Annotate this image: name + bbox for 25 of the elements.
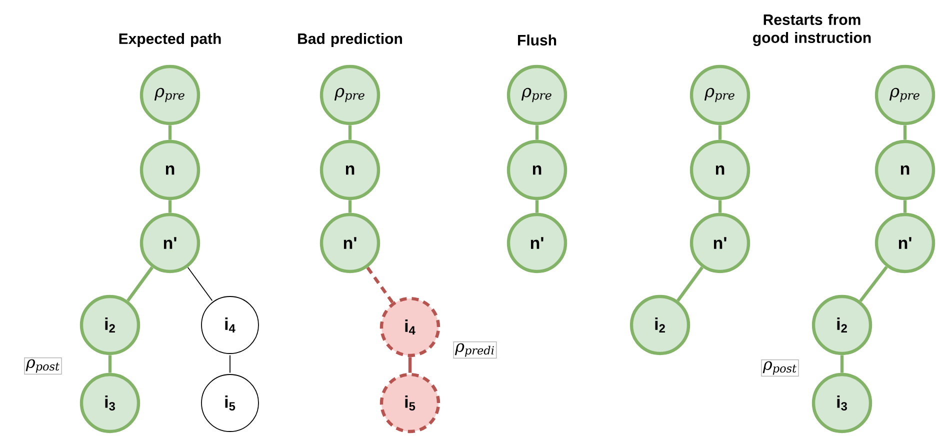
connector-line [168, 125, 172, 140]
connector-line [535, 200, 539, 213]
column-heading: Restarts from good instruction [753, 14, 871, 46]
connector-line [366, 266, 394, 304]
connector-line [535, 125, 539, 140]
column-heading: Expected path [119, 33, 221, 47]
connector-line [408, 357, 412, 373]
connector-line [859, 266, 888, 302]
connector-line [718, 200, 722, 213]
connector-line [840, 355, 844, 373]
connector-line [108, 355, 112, 373]
column-heading: Bad prediction [298, 33, 402, 47]
connector-line [187, 266, 213, 302]
annotation-label: ρ$_{post}$ [761, 359, 799, 377]
connector-line [168, 200, 172, 213]
connector-line [903, 200, 907, 213]
annotation-label: ρ$_{post}$ [24, 357, 62, 375]
connector-line [903, 125, 907, 140]
connector-line [718, 125, 722, 140]
annotation-label: ρ$_{predi}$ [453, 341, 497, 359]
connector-line [348, 200, 352, 213]
column-heading: Flush [518, 34, 556, 46]
connector-line [348, 125, 352, 140]
connector-line [676, 266, 704, 302]
connector-line [126, 266, 154, 302]
